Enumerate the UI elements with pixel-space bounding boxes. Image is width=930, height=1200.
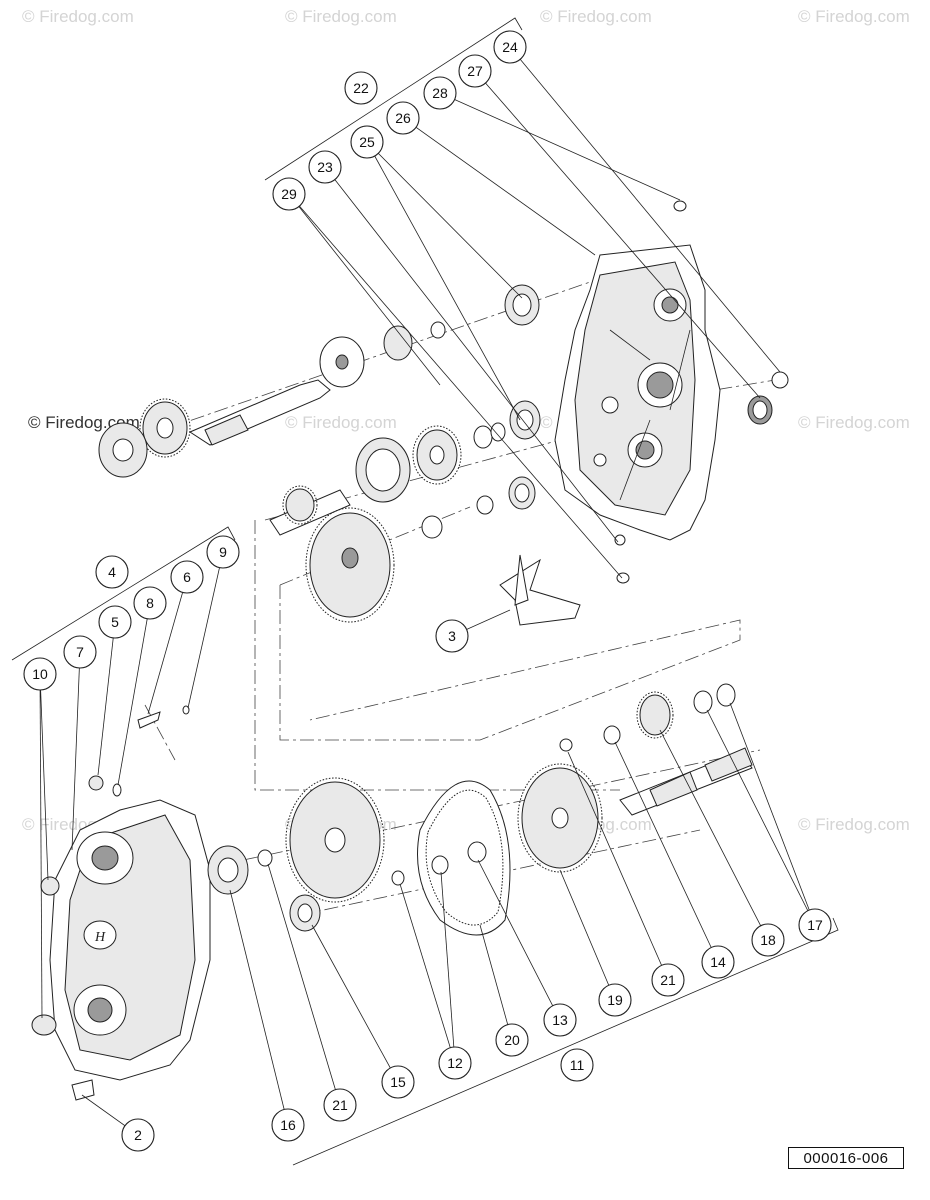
input-shaft [98,379,331,478]
callout-6: 6 [170,560,204,594]
callout-15: 15 [381,1065,415,1099]
svg-text:25: 25 [359,134,375,150]
svg-text:18: 18 [760,932,776,948]
callout-7: 7 [63,635,97,669]
svg-text:22: 22 [353,80,369,96]
svg-text:8: 8 [146,595,154,611]
callout-20: 20 [495,1023,529,1057]
counter-gears [269,425,462,623]
svg-text:3: 3 [448,628,456,644]
svg-text:29: 29 [281,186,297,202]
breather-plug [673,200,687,212]
callout-9: 9 [206,535,240,569]
bracket-gear-set [292,917,839,1166]
callout-4: 4 [95,555,129,589]
chain-20 [417,780,511,936]
svg-text:27: 27 [467,63,483,79]
watermark: © Firedog.com [540,7,652,26]
callout-5: 5 [98,605,132,639]
callout-11: 11 [560,1048,594,1082]
svg-text:17: 17 [807,917,823,933]
callout-13: 13 [543,1003,577,1037]
watermark: © Firedog.com [798,7,910,26]
svg-text:6: 6 [183,569,191,585]
callout-3: 3 [435,619,469,653]
callout-25: 25 [350,125,384,159]
svg-text:7: 7 [76,644,84,660]
svg-text:24: 24 [502,39,518,55]
svg-text:19: 19 [607,992,623,1008]
callout-21: 21 [323,1088,357,1122]
svg-text:21: 21 [660,972,676,988]
callout-14: 14 [701,945,735,979]
callout-19: 19 [598,983,632,1017]
watermark: © Firedog.com [798,815,910,834]
gear-18 [639,694,671,736]
bracket-lower-case [11,526,236,661]
callout-28: 28 [423,76,457,110]
upper-components [319,200,789,539]
callout-16: 16 [271,1108,305,1142]
lower-gear-train [207,683,753,936]
callouts: 2 3 4 5 6 7 8 9 10 11 12 13 14 15 16 17 … [23,30,832,1152]
svg-text:4: 4 [108,564,116,580]
shift-fork [499,534,630,626]
callout-12: 12 [438,1046,472,1080]
reference-code: 000016-006 [788,1147,904,1169]
svg-text:15: 15 [390,1074,406,1090]
plug-24 [771,371,789,389]
lower-gearcase: H [31,705,211,1101]
svg-text:H: H [94,930,106,945]
group-brackets [11,17,839,1166]
svg-text:16: 16 [280,1117,296,1133]
svg-text:5: 5 [111,614,119,630]
svg-text:9: 9 [219,544,227,560]
svg-text:21: 21 [332,1097,348,1113]
bracket-upper-case [264,17,523,181]
upper-gearcase-cover [554,244,721,541]
callout-21: 21 [651,963,685,997]
callout-26: 26 [386,101,420,135]
svg-text:10: 10 [32,666,48,682]
svg-text:23: 23 [317,159,333,175]
callout-29: 29 [272,177,306,211]
watermark: © Firedog.com [798,413,910,432]
callout-23: 23 [308,150,342,184]
svg-text:20: 20 [504,1032,520,1048]
callout-27: 27 [458,54,492,88]
svg-text:13: 13 [552,1012,568,1028]
svg-text:28: 28 [432,85,448,101]
watermark: © Firedog.com [285,7,397,26]
watermark: © Firedog.com [22,7,134,26]
watermark: © Firedog.com [285,413,397,432]
callout-24: 24 [493,30,527,64]
svg-text:26: 26 [395,110,411,126]
callout-17: 17 [798,908,832,942]
leader-lines [39,46,816,1136]
callout-22: 22 [344,71,378,105]
callout-8: 8 [133,586,167,620]
svg-text:11: 11 [570,1057,585,1073]
callout-18: 18 [751,923,785,957]
svg-text:2: 2 [134,1127,142,1143]
callout-2: 2 [121,1118,155,1152]
svg-text:14: 14 [710,954,726,970]
callout-10: 10 [23,657,57,691]
svg-text:12: 12 [447,1055,463,1071]
